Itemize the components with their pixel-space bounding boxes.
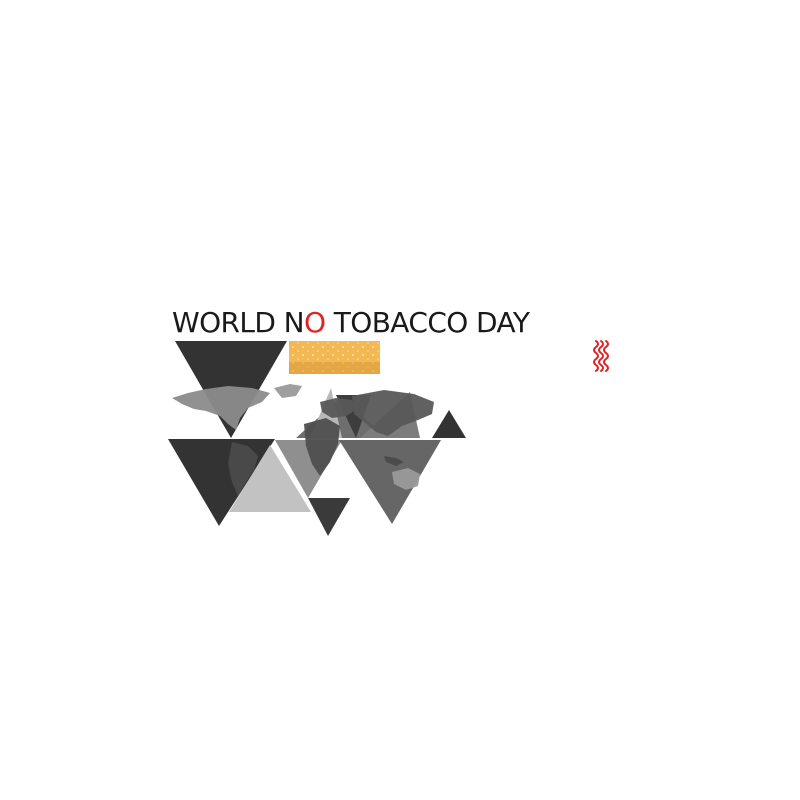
cigarette-icon: [289, 341, 380, 374]
triangle-far-right: [432, 410, 466, 438]
headline-part-world-n: WORLD N: [172, 306, 305, 339]
headline-part-tobacco-day: TOBACCO DAY: [325, 306, 530, 339]
smoke-icon: [593, 340, 609, 372]
triangle-large-right: [339, 440, 441, 524]
headline: WORLD NO TOBACCO DAY: [172, 303, 530, 343]
triangle-small-bottom: [308, 498, 350, 536]
triangle-light-center: [229, 445, 311, 512]
world-map-icon: [172, 384, 434, 496]
headline-red-o: O: [304, 306, 326, 339]
